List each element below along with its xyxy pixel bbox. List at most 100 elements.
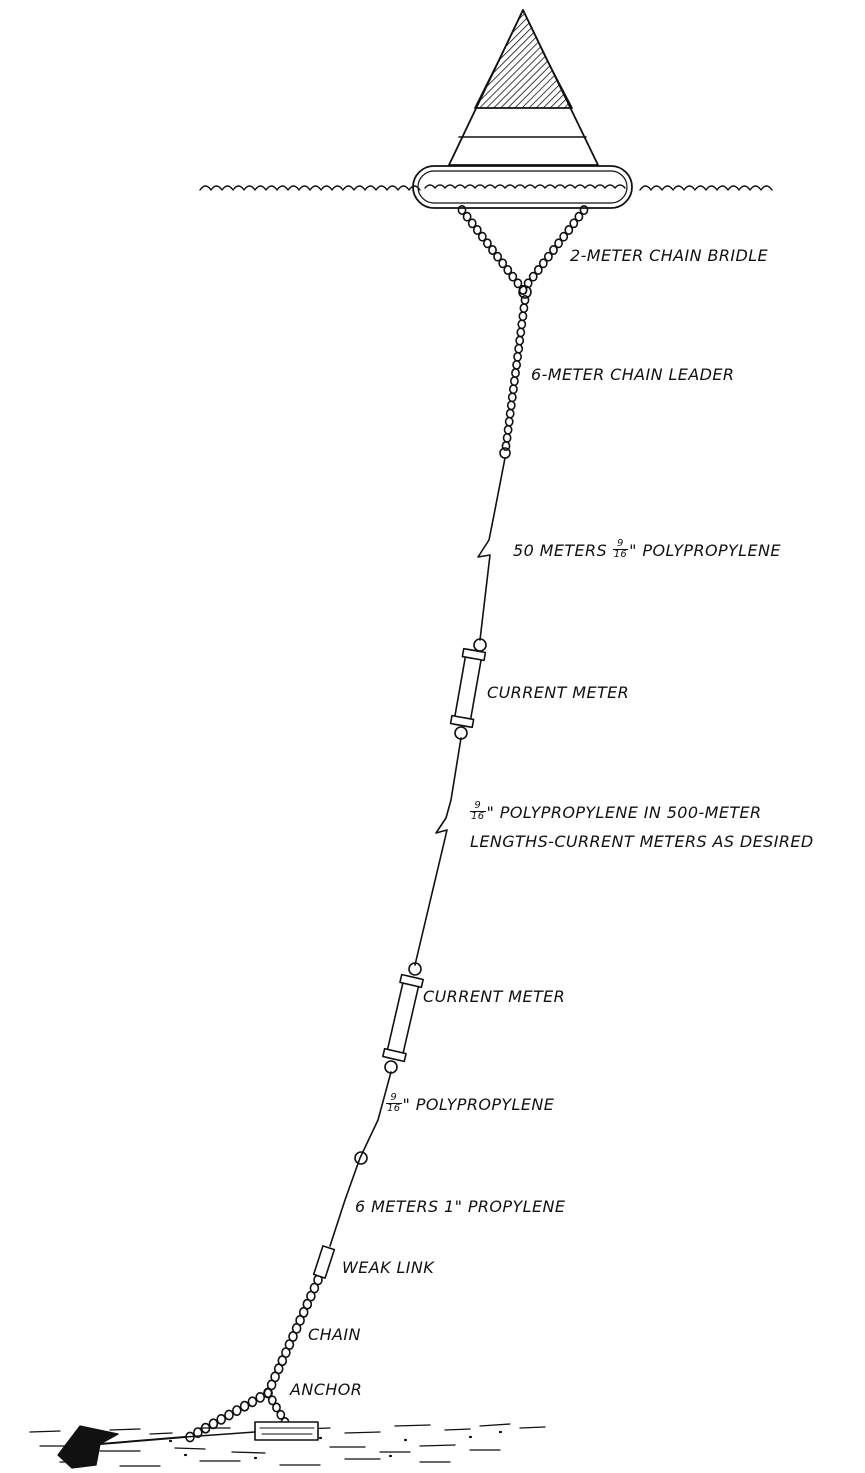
rope-upper — [477, 457, 506, 641]
bottom-chain-link — [255, 1392, 266, 1403]
label-chain: CHAIN — [308, 1325, 361, 1344]
anchor-block — [254, 1421, 319, 1441]
bridle-chain-link — [559, 231, 569, 242]
shackle-ring — [454, 726, 468, 740]
bridle-ring — [518, 285, 532, 299]
bottom-chain-link — [224, 1409, 234, 1421]
bottom-chain-link — [263, 1388, 273, 1398]
bridle-chain-link — [503, 265, 513, 275]
label-polypropylene-post: " POLYPROPYLENE — [402, 1095, 555, 1114]
bottom-chain-link — [247, 1396, 258, 1408]
buoy — [412, 9, 633, 209]
bridle-chain-link — [477, 231, 487, 242]
sea-floor — [29, 1421, 546, 1469]
current-meter-1 — [449, 647, 487, 729]
label-polypropylene-500m-line2: LENGTHS-CURRENT METERS AS DESIRED — [470, 832, 814, 851]
bridle-chain-link — [538, 258, 548, 269]
leader-chain-link — [503, 424, 513, 435]
shackle-ring — [384, 1060, 398, 1074]
mooring-line — [329, 457, 506, 1247]
rope-middle — [414, 737, 462, 966]
bottom-chain-link — [272, 1402, 281, 1413]
bridle-chain-link — [564, 225, 574, 235]
label-polypropylene-50m-post: " POLYPROPYLENE — [629, 541, 781, 560]
rope-lower — [329, 1071, 392, 1247]
bridle-chain-link — [554, 238, 563, 249]
label-polypropylene-500m-line1: " POLYPROPYLENE IN 500-METER — [486, 803, 762, 822]
anchor-shank — [99, 1436, 186, 1445]
leader-chain-link — [511, 368, 520, 378]
bottom-chain-link — [193, 1427, 203, 1438]
leader-chain-link — [506, 400, 516, 411]
leader-chain-link — [514, 343, 524, 354]
leader-chain-link — [515, 335, 525, 346]
bridle-chain-link — [472, 225, 482, 235]
label-polypropylene-50m-pre: 50 METERS — [513, 541, 608, 560]
leader-chain-link — [507, 392, 517, 403]
leader-chain-link — [520, 295, 530, 305]
bridle-chain-link — [508, 271, 518, 282]
bridle-chain-link — [569, 218, 579, 229]
bridle-chain-link — [488, 245, 497, 255]
bridle-chain-link — [574, 211, 584, 222]
bridle-chain-link — [549, 245, 558, 255]
leader-chain-link — [509, 384, 518, 395]
water-surface — [199, 184, 773, 191]
leader-chain-link — [512, 359, 521, 370]
buoy-cone — [448, 9, 599, 166]
bottom-chain-link — [267, 1395, 277, 1406]
leader-chain-link — [501, 441, 511, 451]
bridle-chain-link — [544, 251, 553, 262]
bridle-chain-link — [457, 205, 467, 215]
leader-chain-link — [513, 351, 522, 362]
bridle-chain-link — [467, 218, 477, 229]
line-rings — [354, 447, 511, 1165]
label-current-meter-1: CURRENT METER — [487, 683, 630, 702]
bottom-chain-link — [232, 1405, 242, 1416]
label-anchor: ANCHOR — [290, 1380, 363, 1399]
label-current-meter-2: CURRENT METER — [423, 987, 566, 1006]
bridle-chain-link — [533, 265, 543, 275]
bridle-chain-link — [498, 258, 508, 269]
bridle-chain-link — [579, 205, 589, 215]
label-chain-bridle: 2-METER CHAIN BRIDLE — [570, 246, 769, 265]
shackle-ring — [354, 1151, 368, 1165]
bottom-chain-link — [216, 1414, 226, 1425]
bridle-chain-link — [493, 251, 502, 262]
leader-chain-link — [502, 432, 512, 443]
bottom-chain-link — [276, 1409, 286, 1420]
chain-links — [185, 205, 589, 1443]
bottom-chain-link — [208, 1418, 219, 1430]
bottom-chain-link — [239, 1400, 250, 1412]
leader-chain-link — [510, 376, 519, 387]
leader-chain-link — [504, 416, 514, 427]
bridle-chain-link — [482, 238, 492, 249]
buoy-hatched-top — [474, 9, 573, 109]
bridle-chain-link — [528, 271, 538, 282]
bridle-chain-link — [513, 278, 523, 289]
label-propylene-6m: 6 METERS 1" PROPYLENE — [355, 1197, 566, 1216]
shackle-ring — [408, 962, 422, 976]
shackle-ring — [499, 447, 511, 459]
leader-chain-link — [505, 408, 515, 419]
leader-chain-link — [517, 319, 527, 330]
label-chain-leader: 6-METER CHAIN LEADER — [531, 365, 735, 384]
anchor-block-shade — [259, 1427, 315, 1435]
bridle-chain-link — [462, 211, 472, 222]
label-weak-link: WEAK LINK — [342, 1258, 435, 1277]
leader-chain-link — [516, 327, 526, 338]
anchor-chain-ground — [184, 1431, 256, 1438]
current-meter-2 — [382, 973, 424, 1063]
weak-link — [312, 1245, 336, 1279]
anchor-fluke — [57, 1425, 119, 1469]
leader-chain-link — [519, 303, 529, 314]
leader-chain-link — [518, 311, 528, 322]
